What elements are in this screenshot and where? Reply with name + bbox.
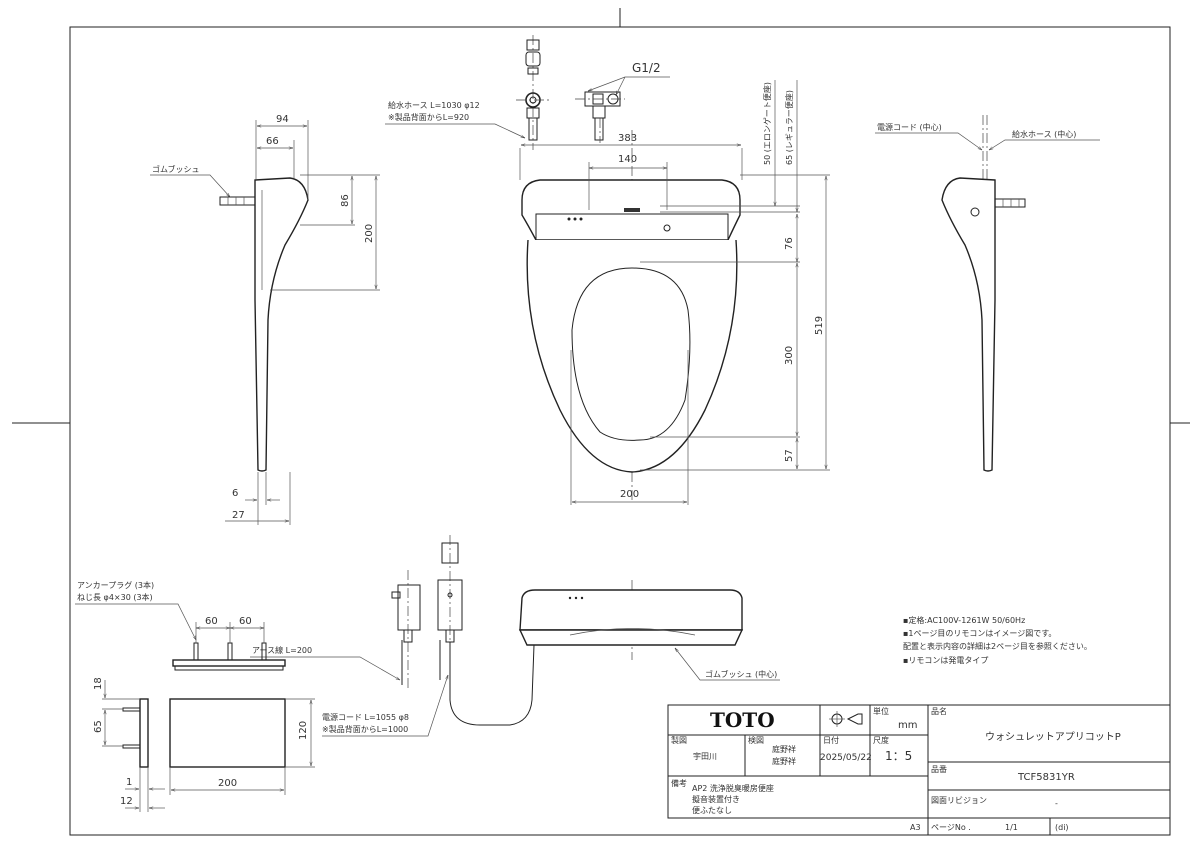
seat-front-view: ゴムブッシュ (中心): [518, 580, 780, 681]
power-cord-label: 電源コード L=1055 φ8: [322, 713, 409, 722]
checked-by-1: 庭野祥: [772, 744, 796, 754]
earth-wire-label: アース線 L=200: [252, 645, 312, 655]
drawn-by: 宇田川: [693, 751, 717, 761]
projection-symbol-icon: [829, 711, 863, 727]
model-number: TCF5831YR: [1017, 772, 1075, 783]
dim-57: 57: [784, 449, 795, 462]
dim-86: 86: [340, 194, 351, 207]
dim-50-elongated: 50 (エロンゲート便座): [762, 82, 772, 165]
dim-519: 519: [814, 316, 825, 335]
dim-66: 66: [266, 136, 279, 147]
title-block: TOTO 単位 mm 品名 ウォシュレットアプリコットP 製図 宇田川 検図 庭…: [667, 704, 1171, 836]
drawn-label: 製図: [671, 735, 687, 745]
drawing-date: 2025/05/22: [820, 753, 872, 763]
dim-200-bowl: 200: [620, 489, 639, 500]
note-rating: ▪定格:AC100V-1261W 50/60Hz: [903, 615, 1025, 625]
dim-300: 300: [784, 346, 795, 365]
thread-size-label: G1/2: [632, 61, 661, 75]
dim-18: 18: [93, 677, 104, 690]
revision-value: -: [1055, 799, 1058, 808]
dim-140: 140: [618, 154, 637, 165]
dim-27: 27: [232, 510, 245, 521]
power-cord-note: ※製品背面からL=1000: [322, 724, 408, 734]
dim-65-remote: 65: [93, 720, 104, 733]
seat-plan-view: 383 140 50 (エロンゲート便座) 65 (レギュラー便座) 76 30…: [519, 80, 830, 505]
supply-valve-fittings: G1/2 給水ホース L=1030 φ12 ※製品背面からL=920: [385, 35, 670, 150]
dim-200-height: 200: [364, 224, 375, 243]
product-name: ウォシュレットアプリコットP: [985, 731, 1121, 743]
pitch-60-b: 60: [239, 616, 252, 627]
dim-65-regular: 65 (レギュラー便座): [784, 90, 794, 165]
rubber-bushing-label: ゴムブッシュ: [152, 164, 200, 174]
power-plug-detail: アース線 L=200 電源コード L=1055 φ8 ※製品背面からL=1000: [250, 535, 535, 737]
name-label: 品名: [931, 706, 947, 716]
remarks-label: 備考: [671, 778, 687, 788]
remarks-line-1: AP2 洗浄脱臭暖房便座: [692, 783, 774, 793]
dim-383: 383: [618, 133, 637, 144]
page-label: ページNo .: [931, 823, 971, 832]
note-remote-image: ▪1ページ目のリモコンはイメージ図です。: [903, 629, 1056, 638]
supply-hose-center-label: 給水ホース (中心): [1012, 129, 1076, 139]
scale-value: 1：5: [885, 749, 912, 763]
screw-label: ねじ長 φ4×30 (3本): [77, 592, 153, 602]
anchor-plug-label: アンカープラグ (3本): [77, 580, 154, 590]
model-label: 品番: [931, 764, 947, 774]
power-cord-center-label: 電源コード (中心): [877, 122, 942, 132]
date-label: 日付: [823, 735, 839, 745]
toto-logo: TOTO: [710, 708, 775, 732]
remarks-line-2: 擬音装置付き: [692, 794, 740, 804]
sheet-frame: [12, 8, 1190, 836]
scale-label: 尺度: [873, 735, 889, 745]
page-number: 1/1: [1005, 823, 1018, 832]
unit-value: mm: [898, 720, 917, 731]
spec-notes: ▪定格:AC100V-1261W 50/60Hz ▪1ページ目のリモコンはイメー…: [903, 615, 1092, 665]
left-side-view: ゴムブッシュ 94 66 86 200 6 27: [150, 114, 380, 525]
dim-6: 6: [232, 488, 238, 499]
dim-76: 76: [784, 237, 795, 250]
rubber-bushing-center-label: ゴムブッシュ (中心): [705, 669, 777, 679]
remote-detail: アンカープラグ (3本) ねじ長 φ4×30 (3本) 60 60 18 65 …: [75, 580, 315, 812]
dim-94: 94: [276, 114, 289, 125]
revision-label: 図面リビジョン: [931, 796, 987, 805]
note-see-page-2: 配置と表示内容の詳細は2ページ目を参照ください。: [903, 641, 1092, 651]
dim-200-remote: 200: [218, 778, 237, 789]
supply-hose-label: 給水ホース L=1030 φ12: [388, 100, 480, 110]
dim-120: 120: [298, 721, 309, 740]
checked-by-2: 庭野祥: [772, 756, 796, 766]
dim-1: 1: [126, 777, 132, 788]
right-side-view: 電源コード (中心) 給水ホース (中心): [875, 115, 1100, 472]
checked-label: 検図: [748, 735, 764, 745]
note-remote-type: ▪リモコンは発電タイプ: [903, 656, 988, 665]
pitch-60-a: 60: [205, 616, 218, 627]
remarks-line-3: 便ふたなし: [692, 805, 732, 815]
supply-hose-note: ※製品背面からL=920: [388, 112, 469, 122]
unit-label: 単位: [873, 706, 889, 716]
dim-12: 12: [120, 796, 133, 807]
page-suffix: (di): [1055, 823, 1069, 832]
paper-size: A3: [910, 823, 921, 832]
